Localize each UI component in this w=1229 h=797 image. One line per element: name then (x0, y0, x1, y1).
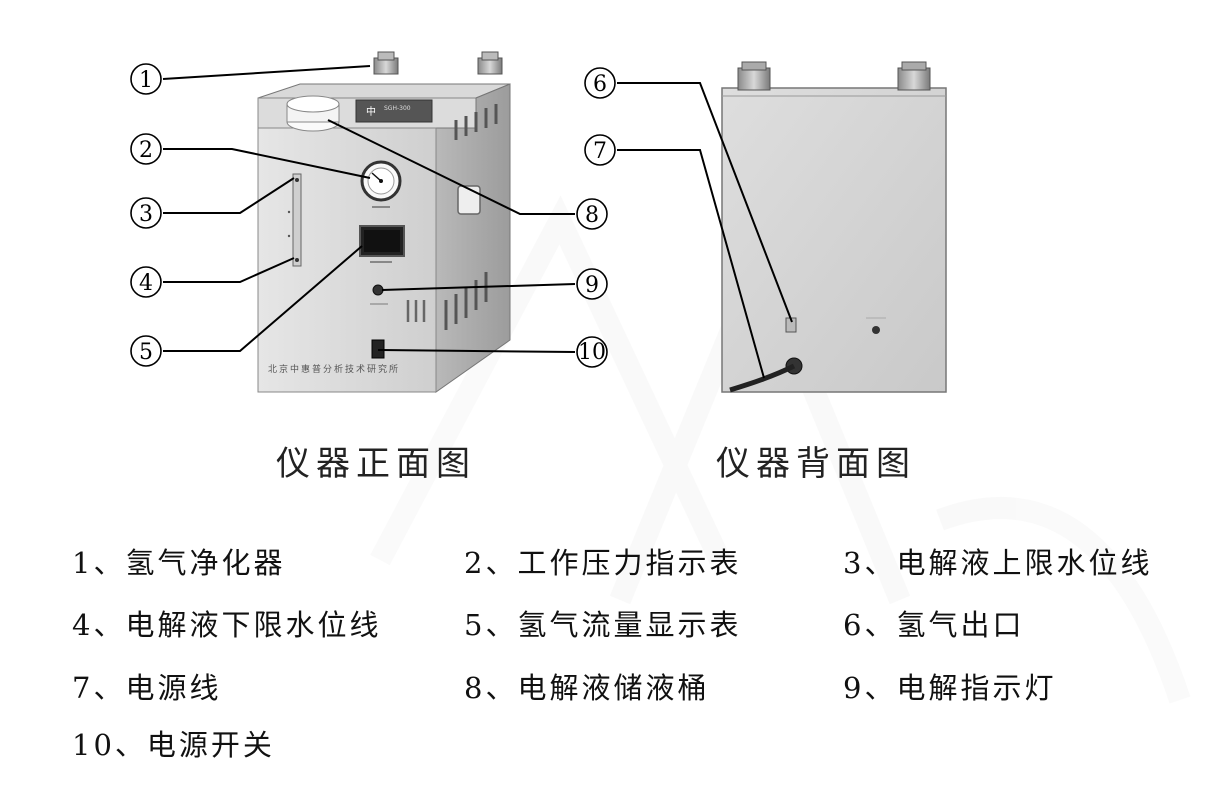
legend-number: 5、 (464, 608, 518, 642)
callout-7-label: 7 (593, 139, 607, 164)
legend-text: 氢气出口 (896, 608, 1025, 642)
pressure-gauge-icon (360, 160, 402, 202)
back-view-caption: 仪器背面图 (716, 444, 916, 484)
legend-item-8: 8、电解液储液桶 (464, 665, 709, 707)
callout-5: 5 (130, 335, 162, 367)
callout-10-label: 10 (578, 340, 606, 365)
legend-text: 电解液上限水位线 (896, 546, 1153, 580)
callout-4-label: 4 (139, 271, 153, 296)
legend-text: 氢气净化器 (125, 546, 286, 580)
purifier-cap-icon (737, 61, 931, 91)
legend-item-3: 3、电解液上限水位线 (843, 540, 1152, 582)
legend-number: 1、 (72, 546, 126, 580)
callout-8: 8 (576, 198, 608, 230)
legend-text: 电解液储液桶 (517, 671, 710, 705)
brand-plate (355, 99, 433, 123)
callout-9-label: 9 (585, 273, 599, 298)
callout-7: 7 (584, 134, 616, 166)
handle-icon (457, 185, 481, 215)
brand-logo: 中 (366, 105, 376, 118)
callout-2-label: 2 (139, 138, 153, 163)
callout-10: 10 (576, 336, 608, 368)
callout-1: 1 (130, 63, 162, 95)
legend-item-7: 7、电源线 (72, 665, 221, 707)
legend-text: 电源线 (125, 671, 222, 705)
leader-lines (162, 65, 793, 379)
legend-text: 电解指示灯 (896, 671, 1057, 705)
legend-item-2: 2、工作压力指示表 (464, 540, 741, 582)
callout-3: 3 (130, 197, 162, 229)
front-view-caption: 仪器正面图 (276, 444, 476, 484)
legend-item-5: 5、氢气流量显示表 (464, 602, 741, 644)
indicator-light-icon (372, 284, 384, 296)
callout-markers: 1 2 3 4 5 6 7 8 (130, 63, 616, 368)
back-view-device (721, 61, 947, 393)
power-switch-icon (371, 339, 385, 359)
front-view-device: 中 SGH-300 (257, 51, 511, 393)
callout-2: 2 (130, 133, 162, 165)
legend-number: 4、 (72, 608, 126, 642)
callout-5-label: 5 (139, 340, 153, 365)
flow-display-icon (359, 225, 405, 257)
legend-number: 6、 (843, 608, 897, 642)
electrolyte-tank-icon (286, 95, 340, 132)
legend-text: 电源开关 (146, 728, 275, 762)
purifier-cap-icon (373, 51, 503, 75)
legend-text: 氢气流量显示表 (517, 608, 742, 642)
legend-text: 电解液下限水位线 (125, 608, 382, 642)
legend-item-4: 4、电解液下限水位线 (72, 602, 381, 644)
callout-9: 9 (576, 268, 608, 300)
legend-item-10: 10、电源开关 (72, 722, 275, 764)
power-cord (729, 363, 796, 393)
maker-label: 北京中惠普分析技术研究所 (268, 363, 400, 375)
legend-item-9: 9、电解指示灯 (843, 665, 1056, 707)
legend-number: 3、 (843, 546, 897, 580)
legend-number: 9、 (843, 671, 897, 705)
legend-item-1: 1、氢气净化器 (72, 540, 285, 582)
callout-1-label: 1 (139, 68, 153, 93)
model-label: SGH-300 (384, 105, 411, 112)
legend-number: 7、 (72, 671, 126, 705)
legend-number: 2、 (464, 546, 518, 580)
legend-text: 工作压力指示表 (517, 546, 742, 580)
rear-port-icon (872, 326, 880, 334)
callout-3-label: 3 (139, 202, 153, 227)
callout-4: 4 (130, 266, 162, 298)
front-vent-icon (406, 300, 426, 322)
level-window (292, 173, 302, 267)
legend-number: 10、 (72, 728, 147, 762)
legend-number: 8、 (464, 671, 518, 705)
callout-6-label: 6 (593, 72, 607, 97)
side-vent-icon (444, 104, 498, 330)
callout-6: 6 (584, 67, 616, 99)
legend-item-6: 6、氢气出口 (843, 602, 1024, 644)
callout-8-label: 8 (585, 203, 599, 228)
